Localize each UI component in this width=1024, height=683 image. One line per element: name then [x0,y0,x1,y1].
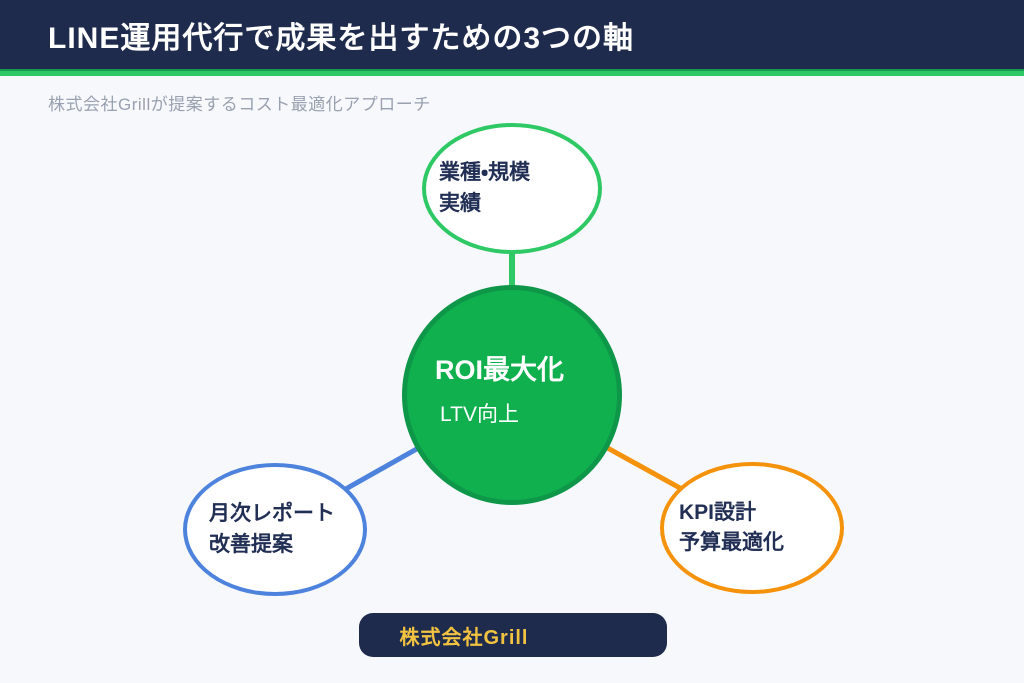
header-bar: LINE運用代行で成果を出すための3つの軸 [0,0,1024,69]
node-label-line: 実績 [439,191,481,215]
center-node-text: ROI最大化 LTV向上 [435,348,617,428]
node-label-line: 改善提案 [209,532,293,556]
center-node-title: ROI最大化 [435,355,565,385]
company-badge-label: 株式会社Grill [399,626,529,649]
node-label-line: 業種・規模 [439,161,531,185]
node-label-line: 予算最適化 [679,531,784,554]
slide-subtitle: 株式会社Grillが提案するコスト最適化アプローチ [48,95,431,114]
center-node-roi: ROI最大化 LTV向上 [402,285,622,505]
node-label-line: KPI設計 [679,500,757,524]
company-badge: 株式会社Grill [359,613,667,657]
node-label-line: 月次レポート [209,502,335,526]
node-monthly-report: 月次レポート 改善提案 [183,463,367,596]
center-node-subtitle: LTV向上 [440,403,519,426]
header-accent-stripe [0,69,1024,76]
node-industry-track-record: 業種・規模 実績 [422,123,602,254]
node-kpi-design: KPI設計 予算最適化 [660,462,844,594]
slide-title: LINE運用代行で成果を出すための3つの軸 [48,21,635,55]
